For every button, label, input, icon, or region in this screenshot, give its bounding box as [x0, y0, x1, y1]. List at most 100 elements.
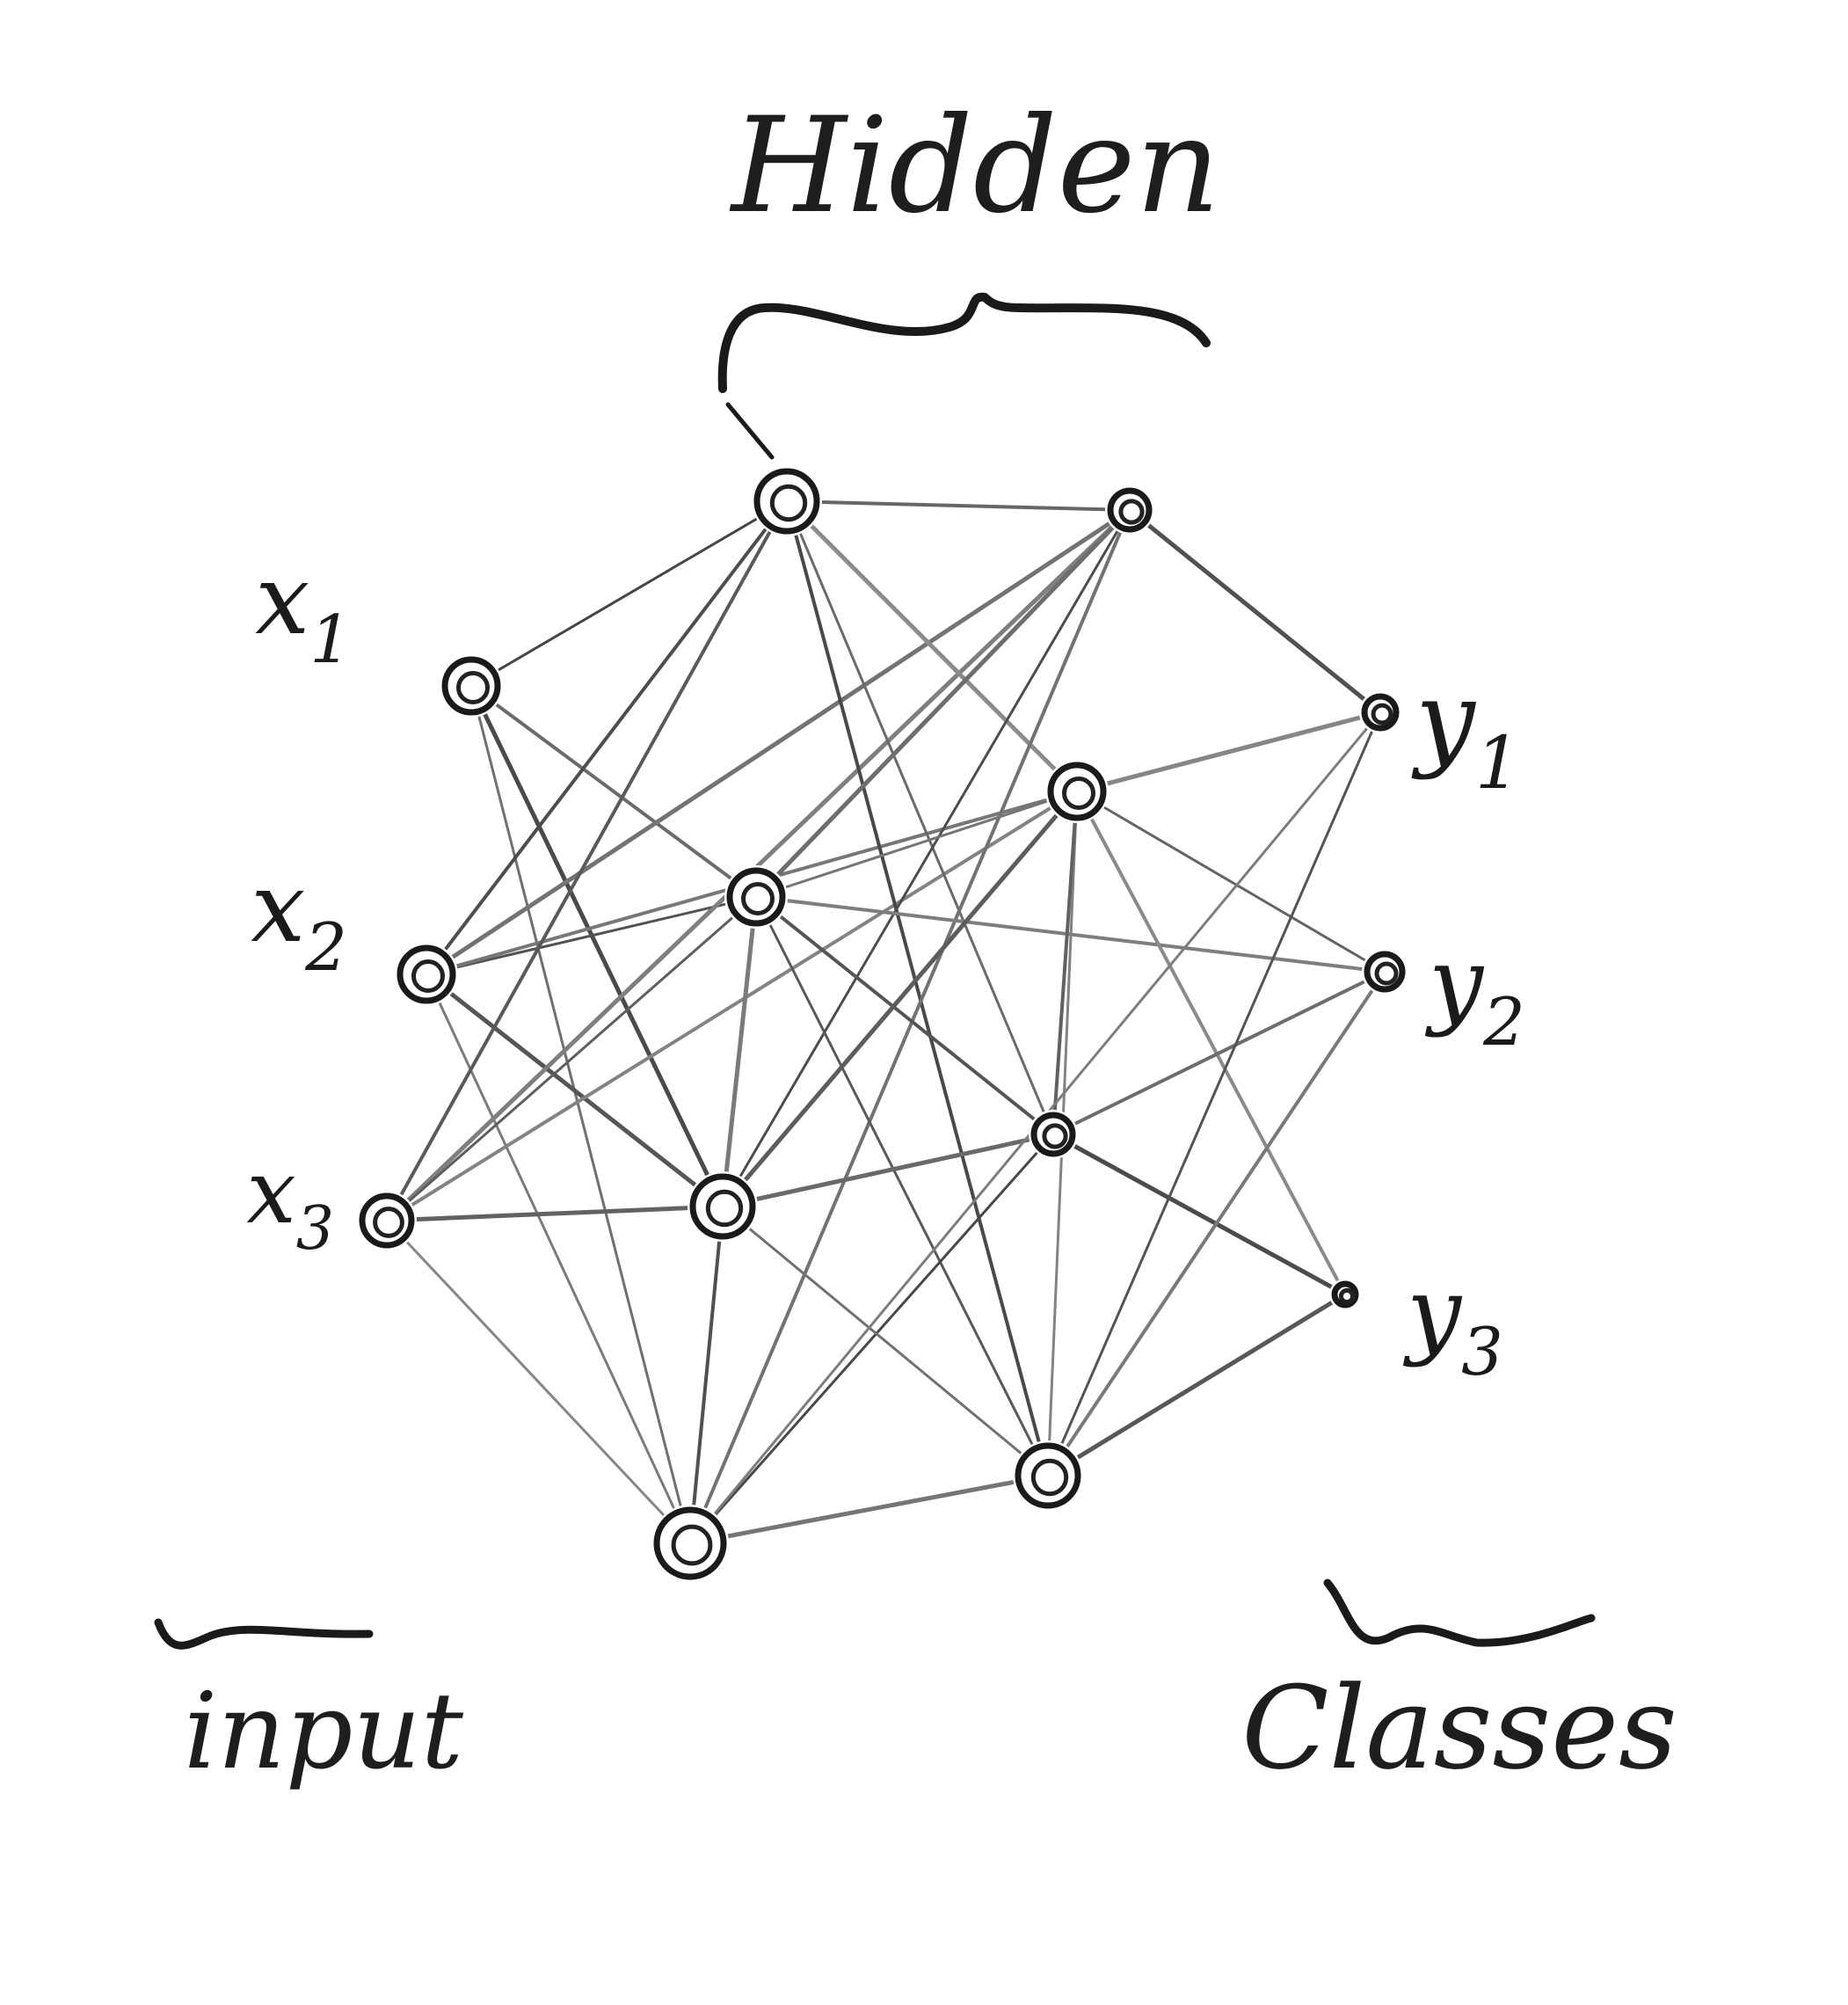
- node-halo: [651, 1505, 729, 1582]
- edge-x3-h4: [385, 790, 1079, 1222]
- hidden-brace-tick: [725, 402, 775, 460]
- edge-h2-y1: [1127, 507, 1383, 715]
- node-core: [1371, 703, 1393, 725]
- label-x2-subscript: 2: [304, 908, 347, 986]
- edge-h2-h6: [721, 508, 1131, 1208]
- node-ring: [1364, 951, 1406, 993]
- input-node-x2: [395, 943, 458, 1006]
- node-ring: [397, 944, 456, 1004]
- edge-h1-h4: [784, 499, 1080, 794]
- edge-h2-h8: [688, 508, 1131, 1545]
- edge-h5-y3: [1051, 1132, 1348, 1297]
- node-core: [741, 882, 775, 915]
- edges-layer: [384, 499, 1386, 1546]
- node-core: [1338, 1287, 1356, 1305]
- edge-x1-h3: [469, 684, 758, 899]
- input-label: input: [184, 1671, 464, 1793]
- label-y3-base: y: [1402, 1256, 1463, 1368]
- node-core: [1118, 499, 1145, 525]
- edge-h3-h7: [754, 895, 1050, 1477]
- input-squiggle: [154, 1618, 374, 1650]
- node-core: [456, 671, 490, 704]
- edge-x1-h8: [469, 684, 692, 1545]
- edge-h7-h8: [688, 1473, 1051, 1546]
- label-y1: y1: [1411, 660, 1521, 806]
- edge-h2-h3: [753, 507, 1132, 900]
- nodes-layer: [357, 466, 1408, 1582]
- node-halo: [1013, 1440, 1083, 1511]
- label-x1-subscript: 1: [309, 601, 352, 678]
- edge-h1-h2: [785, 499, 1131, 512]
- label-x2-base: x: [251, 851, 305, 964]
- node-core: [1030, 1458, 1069, 1497]
- label-x2: x2: [251, 851, 347, 986]
- output-node-y1: [1359, 691, 1401, 733]
- edge-h3-h5: [754, 895, 1055, 1136]
- node-halo: [752, 466, 822, 536]
- edge-h3-h6: [720, 894, 759, 1209]
- node-core: [373, 1207, 404, 1238]
- node-halo: [440, 654, 503, 718]
- hidden-node-h2: [1105, 485, 1154, 535]
- edge-h4-h5: [1051, 790, 1079, 1136]
- hidden-node-h6: [688, 1171, 758, 1242]
- edge-x3-h3: [385, 895, 758, 1222]
- hidden-node-h1: [752, 466, 822, 536]
- hidden-brace: [717, 292, 1211, 393]
- edge-h4-y3: [1075, 790, 1347, 1296]
- edge-x1-h1: [469, 499, 789, 688]
- node-halo: [1045, 760, 1109, 823]
- output-node-y2: [1362, 949, 1408, 995]
- edge-x2-h2: [424, 507, 1132, 977]
- hidden-node-h8: [651, 1505, 729, 1582]
- node-ring: [1030, 1112, 1076, 1157]
- label-y3-subscript: 3: [1461, 1313, 1503, 1390]
- node-core: [1042, 1123, 1068, 1149]
- hidden-node-h5: [1029, 1110, 1078, 1159]
- edge-h7-y3: [1045, 1292, 1348, 1478]
- edge-h7-y2: [1046, 970, 1386, 1477]
- node-core: [671, 1524, 713, 1566]
- edge-h5-h8: [688, 1133, 1055, 1545]
- label-y2-subscript: 2: [1482, 983, 1525, 1061]
- edge-h4-y2: [1075, 790, 1386, 973]
- label-y1-base: y: [1411, 660, 1477, 782]
- node-ring: [1047, 762, 1107, 821]
- node-core: [411, 959, 445, 993]
- label-y1-subscript: 1: [1475, 722, 1521, 806]
- edge-h7-y1: [1046, 711, 1382, 1477]
- node-ring: [1107, 487, 1153, 533]
- edge-h5-y2: [1051, 970, 1386, 1136]
- node-ring: [1361, 693, 1400, 732]
- node-core: [705, 1189, 744, 1228]
- edge-x3-h8: [385, 1219, 692, 1545]
- input-node-x1: [440, 654, 503, 718]
- label-x3: x3: [246, 1141, 334, 1264]
- label-x3-subscript: 3: [296, 1194, 334, 1264]
- edge-h5-h6: [720, 1132, 1056, 1209]
- hidden-label: Hidden: [729, 90, 1220, 243]
- edge-h1-h7: [785, 499, 1050, 1477]
- node-halo: [688, 1171, 758, 1242]
- hidden-node-h3: [724, 865, 788, 929]
- classes-label: Classes: [1241, 1661, 1677, 1795]
- edge-h4-y1: [1074, 710, 1383, 794]
- node-ring: [441, 656, 501, 716]
- edge-x1-h6: [469, 683, 725, 1209]
- label-x1: x1: [255, 543, 352, 678]
- node-halo: [357, 1191, 417, 1250]
- label-x1-base: x: [255, 543, 309, 656]
- edge-h6-h8: [688, 1205, 724, 1545]
- edge-x2-h3: [425, 895, 758, 976]
- node-ring: [753, 468, 820, 535]
- label-y2: y2: [1424, 926, 1525, 1061]
- node-ring: [359, 1192, 415, 1249]
- node-halo: [724, 865, 788, 929]
- edge-x2-h1: [425, 499, 789, 976]
- edge-h1-h5: [785, 499, 1055, 1136]
- edge-h6-h7: [721, 1205, 1050, 1477]
- node-ring: [1331, 1280, 1359, 1309]
- label-x3-base: x: [246, 1141, 295, 1243]
